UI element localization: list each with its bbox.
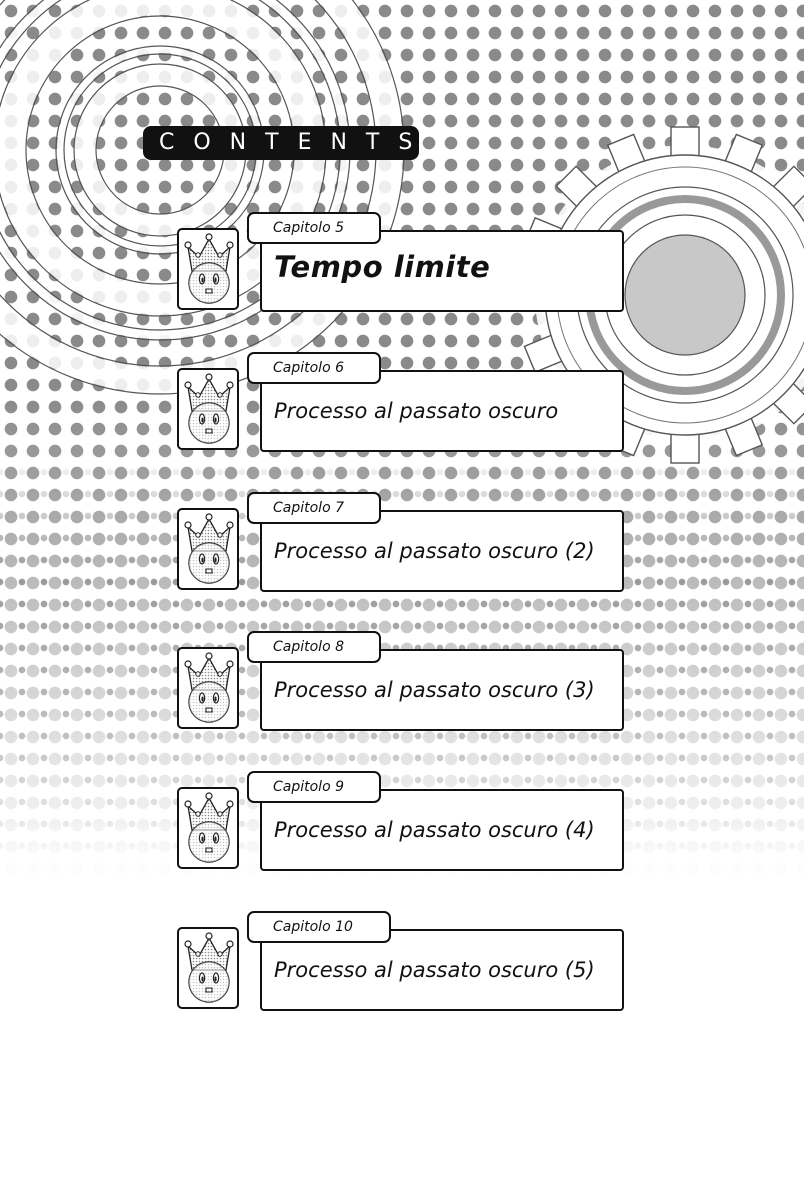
crown-mascot-icon: [177, 787, 239, 869]
chapter-title[interactable]: Processo al passato oscuro (2): [274, 539, 595, 563]
crown-mascot-icon: [177, 508, 239, 590]
chapter-label: Capitolo 5: [247, 212, 381, 244]
crown-mascot-icon: [177, 228, 239, 310]
crown-mascot-icon: [177, 647, 239, 729]
toc-entry[interactable]: Capitolo 10 Processo al passato oscuro (…: [0, 911, 804, 1021]
chapter-title-box: [260, 929, 624, 1011]
toc-entry[interactable]: Capitolo 6 Processo al passato oscuro: [0, 352, 804, 462]
chapter-label: Capitolo 10: [247, 911, 391, 943]
chapter-title[interactable]: Tempo limite: [274, 250, 491, 284]
contents-heading: CONTENTS: [143, 126, 419, 160]
crown-mascot-icon: [177, 368, 239, 450]
toc-entry[interactable]: Capitolo 5 Tempo limite: [0, 212, 804, 322]
chapter-title[interactable]: Processo al passato oscuro (5): [274, 958, 595, 982]
chapter-title[interactable]: Processo al passato oscuro (3): [274, 678, 595, 702]
toc-entry[interactable]: Capitolo 8 Processo al passato oscuro (3…: [0, 631, 804, 741]
toc-entry[interactable]: Capitolo 9 Processo al passato oscuro (4…: [0, 771, 804, 881]
chapter-label: Capitolo 6: [247, 352, 381, 384]
chapter-label: Capitolo 7: [247, 492, 381, 524]
chapter-title[interactable]: Processo al passato oscuro (4): [274, 818, 595, 842]
crown-mascot-icon: [177, 927, 239, 1009]
chapter-label: Capitolo 9: [247, 771, 381, 803]
toc-entry[interactable]: Capitolo 7 Processo al passato oscuro (2…: [0, 492, 804, 602]
chapter-title[interactable]: Processo al passato oscuro: [274, 399, 559, 423]
chapter-label: Capitolo 8: [247, 631, 381, 663]
